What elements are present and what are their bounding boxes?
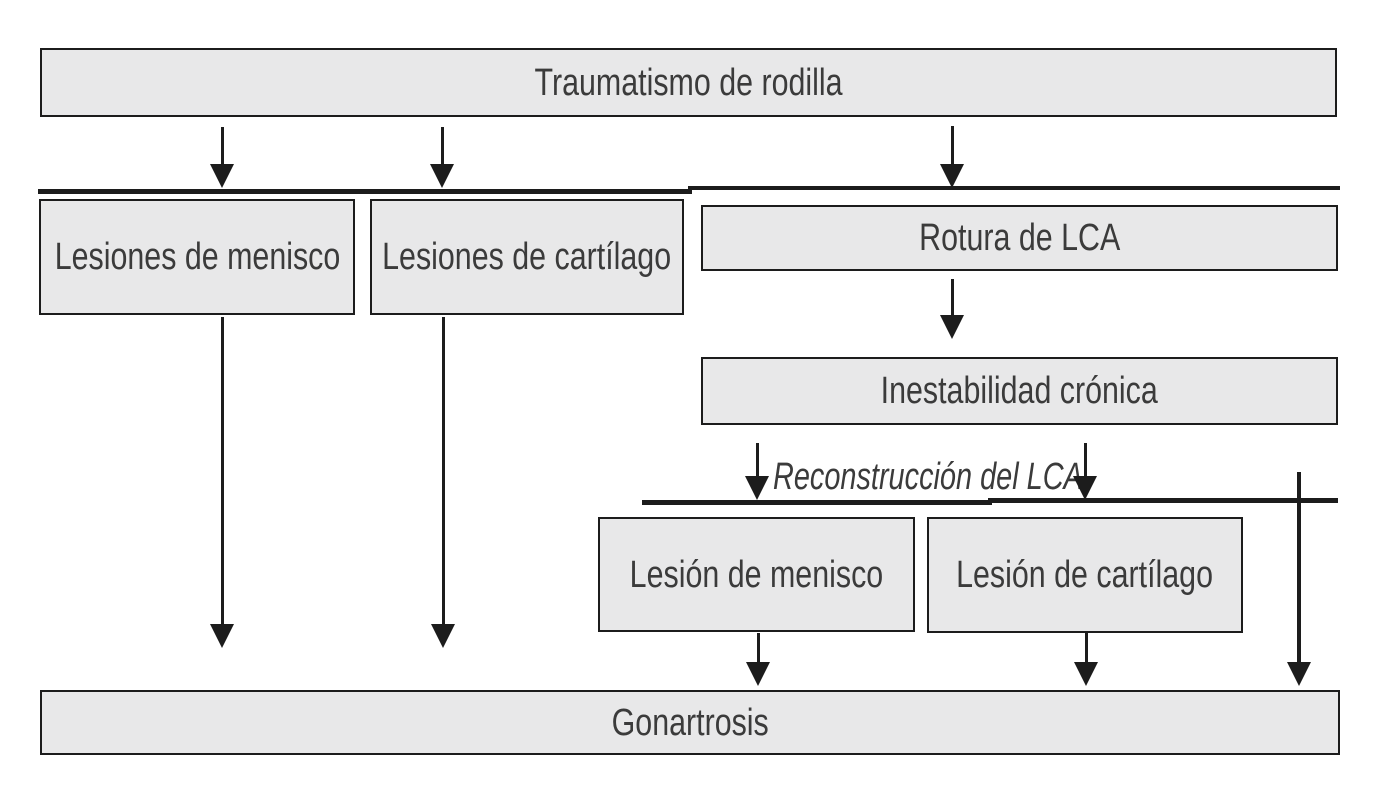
node-rotura-de-lca: Rotura de LCA (701, 205, 1338, 271)
node-label: Traumatismo de rodilla (534, 61, 843, 104)
arrow-top-to-cartilago-head (430, 164, 454, 188)
arrow-top-to-menisco-shaft (220, 127, 224, 165)
divider-line-1-right (688, 186, 1340, 190)
annotation-reconstruccion-del-lca: Reconstrucción del LCA (773, 456, 1083, 498)
node-label: Gonartrosis (611, 701, 769, 744)
arrow-lesiones-cartilago-to-gonartrosis-head (431, 624, 455, 648)
arrow-top-to-rotura-head (940, 164, 964, 188)
arrow-lesiones-cartilago-to-gonartrosis-shaft (441, 317, 445, 624)
node-label: Lesiones de cartílago (382, 236, 672, 278)
arrow-right-bypass-to-gonartrosis-head (1287, 662, 1311, 686)
node-inestabilidad-cronica: Inestabilidad crónica (701, 357, 1338, 425)
node-traumatismo-de-rodilla: Traumatismo de rodilla (40, 48, 1337, 117)
arrow-lesion-menisco-to-gonartrosis-head (746, 662, 770, 686)
node-lesiones-de-menisco: Lesiones de menisco (39, 199, 355, 315)
arrow-inestabilidad-left-shaft (755, 443, 759, 477)
arrow-inestabilidad-right-shaft (1083, 443, 1087, 477)
divider-line-2-left (642, 500, 992, 505)
arrow-lesion-menisco-to-gonartrosis-shaft (756, 633, 760, 663)
node-label: Inestabilidad crónica (880, 370, 1159, 412)
node-label: Lesión de menisco (629, 553, 884, 596)
arrow-lesiones-menisco-to-gonartrosis-shaft (220, 317, 224, 624)
arrow-lesiones-menisco-to-gonartrosis-head (210, 624, 234, 648)
node-lesion-de-cartilago: Lesión de cartílago (927, 517, 1243, 633)
arrow-top-to-rotura-shaft (950, 126, 954, 164)
divider-line-2-right (988, 498, 1338, 503)
node-lesiones-de-cartilago: Lesiones de cartílago (370, 199, 684, 315)
node-label: Rotura de LCA (918, 217, 1121, 259)
node-gonartrosis: Gonartrosis (40, 690, 1340, 755)
node-lesion-de-menisco: Lesión de menisco (598, 517, 915, 632)
arrow-rotura-to-inestabilidad-head (940, 315, 964, 339)
arrow-lesion-cartilago-to-gonartrosis-head (1074, 662, 1098, 686)
arrow-top-to-menisco-head (210, 164, 234, 188)
divider-line-1-left (38, 189, 692, 194)
arrow-right-bypass-to-gonartrosis-shaft (1297, 472, 1301, 662)
arrow-rotura-to-inestabilidad-shaft (950, 279, 954, 316)
arrow-inestabilidad-left-head (745, 476, 769, 500)
node-label: Lesión de cartílago (956, 554, 1214, 596)
arrow-top-to-cartilago-shaft (440, 127, 444, 165)
arrow-inestabilidad-right-head (1073, 476, 1097, 500)
node-label: Lesiones de menisco (54, 236, 340, 278)
arrow-lesion-cartilago-to-gonartrosis-shaft (1084, 633, 1088, 663)
